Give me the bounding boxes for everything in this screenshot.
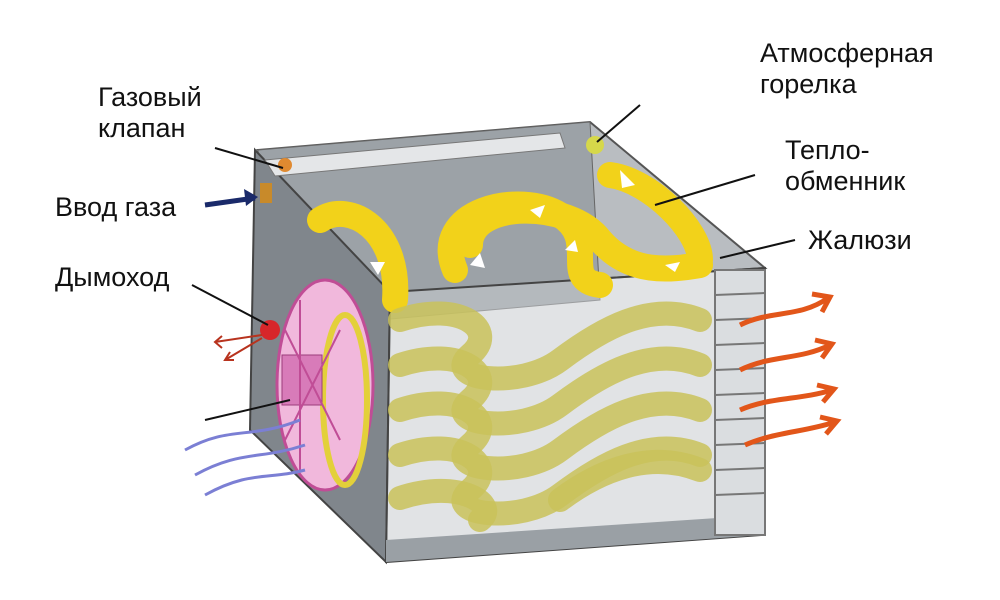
gas-valve — [278, 158, 292, 172]
flow-arrows — [370, 170, 680, 275]
label-louvers: Жалюзи — [808, 225, 912, 255]
leader-lines — [191, 104, 796, 421]
label-line: горелка — [760, 69, 857, 99]
label-line: Атмосферная — [760, 38, 934, 68]
louvers — [714, 269, 766, 536]
label-burner: Атмосферная горелка — [760, 38, 934, 100]
label-gas-inlet: Ввод газа — [55, 192, 177, 222]
gas-inlet-pipe — [260, 183, 272, 203]
label-line: клапан — [98, 113, 186, 143]
fan — [275, 278, 375, 492]
cold-air-arrows — [184, 418, 306, 497]
label-line: Тепло- — [785, 135, 870, 165]
label-gas-valve: Газовый клапан — [98, 82, 202, 144]
chimney-pipe — [260, 320, 280, 340]
hot-air-arrows — [738, 291, 842, 448]
label-chimney: Дымоход — [55, 262, 170, 292]
label-heat-exchanger: Тепло- обменник — [785, 135, 905, 197]
label-line: Газовый — [98, 82, 202, 112]
heat-exchanger-coils — [388, 301, 712, 532]
exhaust-arrows — [213, 334, 263, 361]
heat-exchanger-top — [307, 162, 713, 313]
label-line: обменник — [785, 166, 906, 196]
